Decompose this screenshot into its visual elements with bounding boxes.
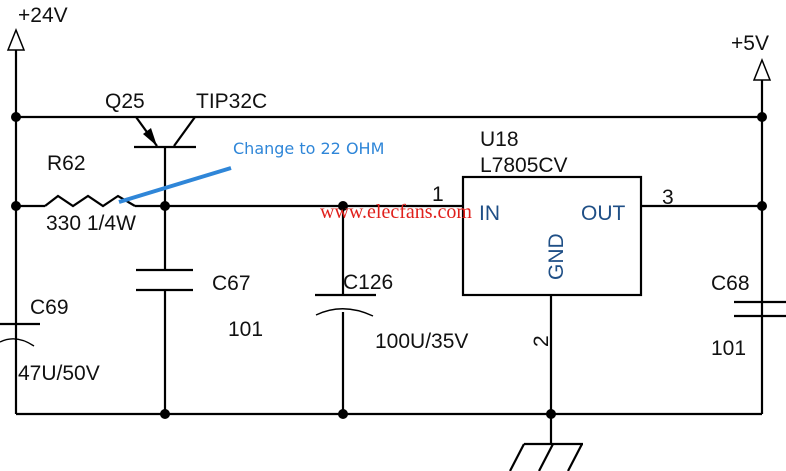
resistor-ref: R62 xyxy=(47,152,86,175)
pin2-number: 2 xyxy=(530,335,553,347)
c126-value: 100U/35V xyxy=(375,330,468,353)
c126-symbol xyxy=(315,293,376,317)
c67-ref: C67 xyxy=(212,272,251,295)
junction-dots xyxy=(11,112,767,419)
vout-label: +5V xyxy=(731,32,769,55)
transistor-ref: Q25 xyxy=(105,90,145,113)
c67-symbol xyxy=(136,268,193,292)
transistor-part: TIP32C xyxy=(196,90,267,113)
c69-symbol xyxy=(0,322,40,347)
resistor-value: 330 1/4W xyxy=(46,212,136,235)
annotation-note: Change to 22 OHM xyxy=(233,139,384,158)
regulator-part: L7805CV xyxy=(480,154,568,177)
vin-power-arrow-icon xyxy=(6,27,26,51)
pin-out-label: OUT xyxy=(581,202,626,225)
c69-value: 47U/50V xyxy=(18,362,100,385)
resistor-symbol xyxy=(44,194,136,208)
annotation-pointer-line xyxy=(118,166,232,204)
transistor-symbol xyxy=(134,116,196,149)
pin3-number: 3 xyxy=(662,186,674,209)
c68-symbol xyxy=(734,300,786,318)
regulator-ref: U18 xyxy=(480,128,519,151)
c126-ref: C126 xyxy=(343,271,393,294)
vin-label: +24V xyxy=(18,4,68,27)
pin1-number: 1 xyxy=(432,183,444,206)
watermark: www.elecfans.com xyxy=(320,201,472,223)
vout-power-arrow-icon xyxy=(752,57,772,81)
pin-gnd-label: GND xyxy=(545,233,568,280)
c69-ref: C69 xyxy=(30,296,69,319)
wires xyxy=(14,50,764,444)
c67-value: 101 xyxy=(228,318,263,341)
regulator-box xyxy=(461,175,643,297)
c68-ref: C68 xyxy=(711,272,750,295)
pin-in-label: IN xyxy=(479,202,500,225)
c68-value: 101 xyxy=(711,337,746,360)
ground-icon xyxy=(509,442,583,471)
